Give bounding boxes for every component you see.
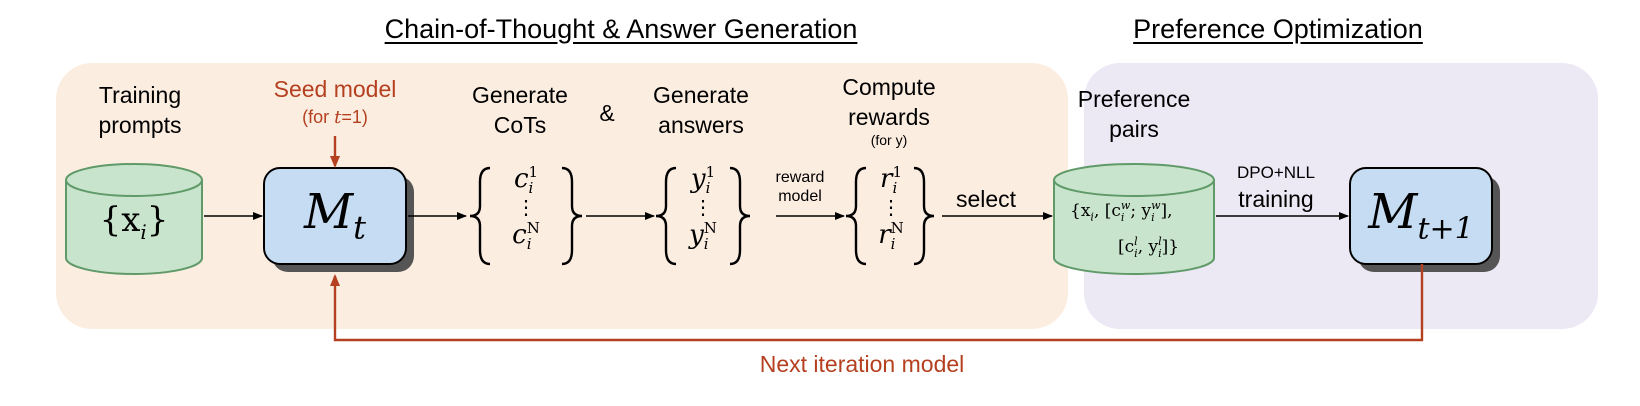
model-t1-math: Mt+1 xyxy=(1368,184,1474,247)
generate-answers-label: Generate answers xyxy=(653,82,749,138)
seed-model-label: Seed model (for t=1) xyxy=(264,74,406,131)
arrow-next-iteration-loop xyxy=(330,264,1424,342)
model-t-box xyxy=(263,167,414,272)
preference-pairs-label: Preference pairs xyxy=(1077,86,1191,142)
reward-brackets xyxy=(845,166,935,266)
compute-rewards-note: (for y) xyxy=(870,132,908,148)
generate-cots-label: Generate CoTs xyxy=(472,82,568,138)
model-t-math: Mt xyxy=(303,184,366,247)
training-prompts-label: Training prompts xyxy=(98,82,182,138)
cot-brackets xyxy=(469,166,583,266)
preference-dataset-cylinder xyxy=(1053,163,1215,275)
dataset-math: {xi} xyxy=(99,200,169,244)
next-iteration-label: Next iteration model xyxy=(759,351,965,377)
generation-section-title: Chain-of-Thought & Answer Generation xyxy=(384,14,858,44)
training-dataset-cylinder xyxy=(65,163,203,275)
compute-rewards-label: Compute rewards (for y) xyxy=(834,72,944,148)
select-label: select xyxy=(955,186,1017,212)
dpo-training-label: DPO+NLL training xyxy=(1237,163,1315,212)
preference-section-title: Preference Optimization xyxy=(1133,14,1423,44)
reward-model-label: reward model xyxy=(775,169,825,205)
model-t1-box xyxy=(1349,167,1500,272)
answer-brackets xyxy=(655,166,751,266)
ampersand-label: & xyxy=(599,100,615,126)
generation-panel xyxy=(56,63,1068,329)
seed-model-note: (for t=1) xyxy=(302,107,368,128)
